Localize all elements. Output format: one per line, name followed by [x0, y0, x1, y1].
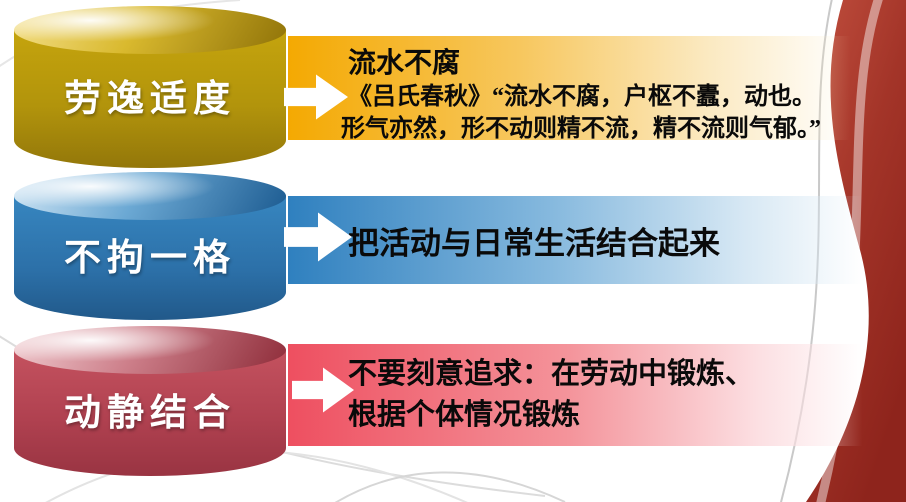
banner-quote-line-2: 形气亦然，形不动则精不流，精不流则气郁。” — [341, 115, 821, 142]
cylinder-label: 不拘一格 — [64, 237, 236, 278]
cylinder-motion-stillness: 动静结合 — [14, 326, 286, 476]
banner-quote-line-1: 《吕氏春秋》“流水不腐，户枢不蠹，动也。 — [348, 84, 816, 110]
banner-line-2: 根据个体情况锻炼 — [348, 399, 581, 431]
red-swoosh-shape — [806, 0, 906, 502]
cylinder-top-face — [14, 326, 286, 374]
banner-flowing-water: 流水不腐 《吕氏春秋》“流水不腐，户枢不蠹，动也。 形气亦然，形不动则精不流，精… — [288, 36, 868, 142]
banner-text-block: 流水不腐 《吕氏春秋》“流水不腐，户枢不蠹，动也。 形气亦然，形不动则精不流，精… — [288, 41, 868, 145]
banner-text: 把活动与日常生活结合起来 — [348, 225, 720, 261]
cylinder-top-face — [14, 6, 286, 54]
cylinder-label: 劳逸适度 — [64, 78, 236, 119]
banner-line-1: 不要刻意追求：在劳动中锻炼、 — [348, 358, 755, 391]
banner-text-block: 把活动与日常生活结合起来 — [288, 218, 720, 263]
banner-no-deliberate-pursuit: 不要刻意追求：在劳动中锻炼、 根据个体情况锻炼 — [288, 344, 874, 446]
cylinder-label: 动静结合 — [64, 392, 236, 433]
banner-daily-life: 把活动与日常生活结合起来 — [288, 196, 874, 284]
cylinder-top-face — [14, 172, 286, 220]
banner-title: 流水不腐 — [348, 48, 461, 79]
gray-curve-bottom-center — [334, 471, 566, 502]
cylinder-no-fixed-pattern: 不拘一格 — [14, 172, 286, 320]
banner-text-block: 不要刻意追求：在劳动中锻炼、 根据个体情况锻炼 — [288, 354, 754, 435]
cylinder-work-rest-balance: 劳逸适度 — [14, 6, 286, 168]
